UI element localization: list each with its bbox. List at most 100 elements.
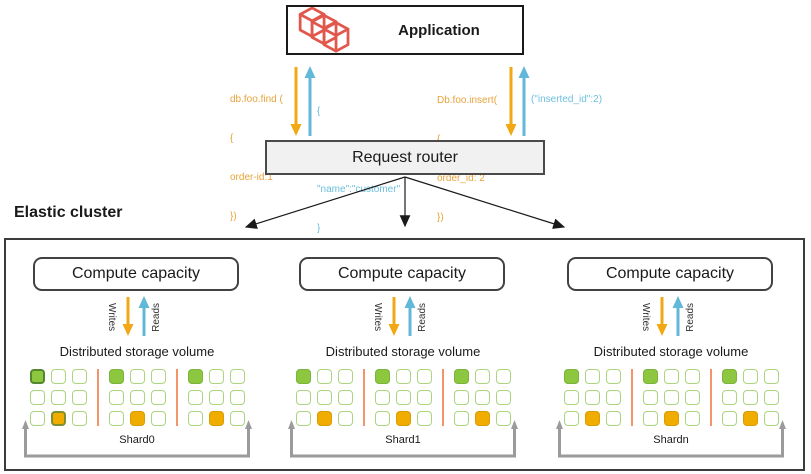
group-separator [630,369,633,426]
storage-volume-label: Distributed storage volume [325,344,481,359]
storage-cell-green [295,369,311,384]
shard-label: Shardn [653,434,689,446]
code-line: } [317,223,321,234]
storage-segment-group [295,369,353,426]
storage-volume-label: Distributed storage volume [593,344,749,359]
storage-segment-group [108,369,166,426]
elastic-cluster-title: Elastic cluster [14,204,123,221]
storage-grid [22,369,252,426]
storage-cell-empty [395,390,411,405]
cluster-node-2: Compute capacity Writes Reads Distribute… [556,238,786,471]
shard-bracket [22,420,252,458]
group-separator [362,369,365,426]
storage-cell-empty [150,411,166,426]
storage-cell-empty [684,411,700,426]
storage-cell-empty [763,369,779,384]
storage-cell-yellow [474,411,490,426]
application-label: Application [398,21,480,39]
code-line: { [317,106,321,117]
find-reads-arrow [304,66,316,136]
compute-capacity-label: Compute capacity [71,265,201,282]
writes-label: Writes [372,302,383,332]
storage-segment-group [721,369,779,426]
storage-cell-empty [108,390,124,405]
storage-volume-label: Distributed storage volume [59,344,215,359]
storage-cell-empty [663,390,679,405]
storage-cell-empty [295,390,311,405]
storage-cell-empty [229,411,245,426]
storage-cell-empty [605,411,621,426]
insert-response-code: ("inserted_id":2) [531,94,603,105]
storage-cell-empty [129,369,145,384]
shard-label: Shard1 [385,434,421,446]
storage-cell-empty [605,369,621,384]
storage-cell-empty [71,369,87,384]
storage-cell-empty [129,390,145,405]
storage-cell-green [187,369,203,384]
storage-cell-empty [563,411,579,426]
code-line: }) [437,212,444,223]
storage-cell-empty [416,369,432,384]
storage-cell-empty [395,369,411,384]
storage-cell-empty [742,390,758,405]
writes-label: Writes [640,302,651,332]
compute-capacity-box: Compute capacity [33,257,239,291]
storage-cell-empty [374,411,390,426]
find-writes-arrow [290,67,302,136]
storage-cell-empty [187,390,203,405]
storage-cell-empty [29,390,45,405]
storage-cell-yellow [663,411,679,426]
code-line: { [437,133,497,146]
reads-label: Reads [685,302,696,332]
storage-cell-empty [316,390,332,405]
storage-grid [288,369,518,426]
storage-segment-group [642,369,700,426]
storage-segment-group [563,369,621,426]
reads-label: Reads [417,302,428,332]
storage-cell-empty [474,390,490,405]
storage-cell-yellow [742,411,758,426]
storage-cell-empty [721,390,737,405]
storage-cell-empty [642,390,658,405]
group-separator [175,369,178,426]
storage-cell-green [721,369,737,384]
cluster-node-0: Compute capacity Writes Reads Distribute… [22,238,252,471]
storage-cell-empty [208,369,224,384]
storage-cell-empty [684,390,700,405]
storage-cell-green [563,369,579,384]
storage-cell-green [374,369,390,384]
storage-cell-empty [763,390,779,405]
storage-cell-green [642,369,658,384]
storage-cell-yellow [50,411,66,426]
storage-segment-group [374,369,432,426]
storage-cell-empty [150,369,166,384]
group-separator [441,369,444,426]
insert-reads-arrow [518,66,530,136]
storage-segment-group [453,369,511,426]
storage-cell-empty [229,390,245,405]
storage-cell-empty [453,411,469,426]
storage-cell-empty [316,369,332,384]
storage-cell-empty [584,369,600,384]
storage-cell-empty [495,369,511,384]
code-line: }) [230,211,237,222]
storage-cell-empty [721,411,737,426]
storage-cell-empty [663,369,679,384]
request-router-box: Request router [265,140,545,175]
storage-cell-empty [50,369,66,384]
storage-cell-empty [495,390,511,405]
storage-cell-empty [495,411,511,426]
storage-cell-empty [453,390,469,405]
compute-capacity-label: Compute capacity [605,265,735,282]
compute-capacity-label: Compute capacity [337,265,467,282]
storage-cell-empty [337,369,353,384]
storage-cell-empty [684,369,700,384]
application-box: Application [286,5,524,55]
code-line: Db.foo.insert( [437,95,498,106]
storage-cell-empty [374,390,390,405]
storage-cell-empty [584,390,600,405]
insert-writes-arrow [505,67,517,136]
storage-cell-empty [229,369,245,384]
group-separator [709,369,712,426]
